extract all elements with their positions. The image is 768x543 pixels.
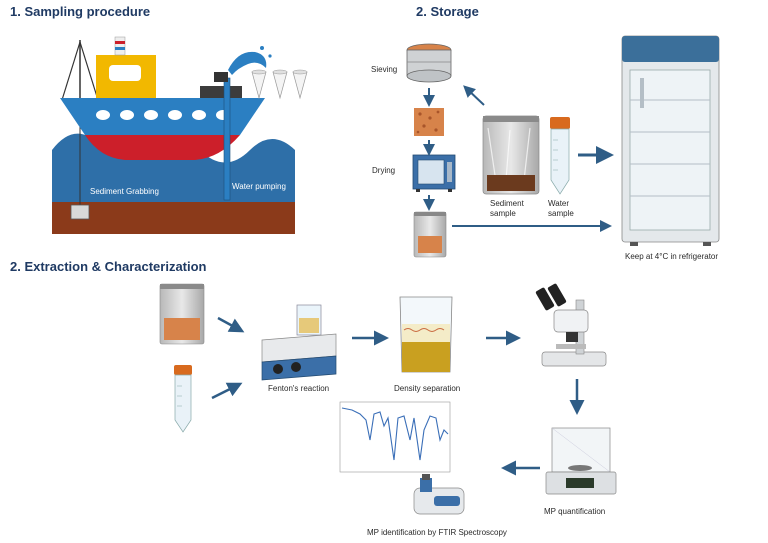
sea-water [52,133,295,202]
seabed [52,201,295,234]
beaker-icon [399,296,453,373]
water-splash-icon [228,51,267,75]
arrow [463,85,485,106]
label-density-separation: Density separation [394,384,461,393]
arrow [217,316,245,333]
plankton-net-icons [251,69,308,100]
label-fentons-reaction: Fenton's reaction [268,384,330,393]
title-storage: 2. Storage [416,4,479,19]
ship-chimney [114,36,126,56]
sediment-chunk-icon [414,108,444,136]
analytical-balance-icon [545,427,617,495]
water-sample-tube-icon [174,365,192,433]
water-sample-tube-icon [550,117,570,195]
label-sediment-sample: Sediment sample [490,199,524,218]
grab-sampler [70,204,90,220]
microscope-icon [535,283,607,367]
label-sieving: Sieving [371,65,398,74]
pump-pipe [223,77,231,201]
sediment-bag-icon [159,283,205,345]
title-sampling-procedure: 1. Sampling procedure [10,4,151,19]
ftir-spectrum-chart [339,401,451,473]
portholes [96,110,230,120]
label-refrigerator: Keep at 4°C in refrigerator [625,252,719,261]
ship-hull-bottom [85,135,240,160]
label-mp-quantification: MP quantification [544,507,606,516]
refrigerator-icon [621,35,720,246]
sediment-bag-icon [413,211,447,258]
label-sediment-grabbing: Sediment Grabbing [90,187,159,196]
sampling-scene [52,36,308,234]
label-ftir-identification: MP identification by FTIR Spectroscopy [367,528,507,537]
label-water-pumping: Water pumping [232,182,286,191]
ship-hull [60,98,265,135]
drying-oven-icon [412,154,456,192]
label-water-sample: Water sample [548,199,574,218]
label-drying: Drying [372,166,396,175]
sediment-sample-bag-icon [482,115,540,195]
sieve-icon [406,43,452,83]
pump-icon [214,72,228,82]
hot-plate-stirrer-icon [261,304,337,381]
arrow [211,382,243,400]
ftir-spectrometer-icon [413,474,465,515]
title-extraction-characterization: 2. Extraction & Characterization [10,259,207,274]
